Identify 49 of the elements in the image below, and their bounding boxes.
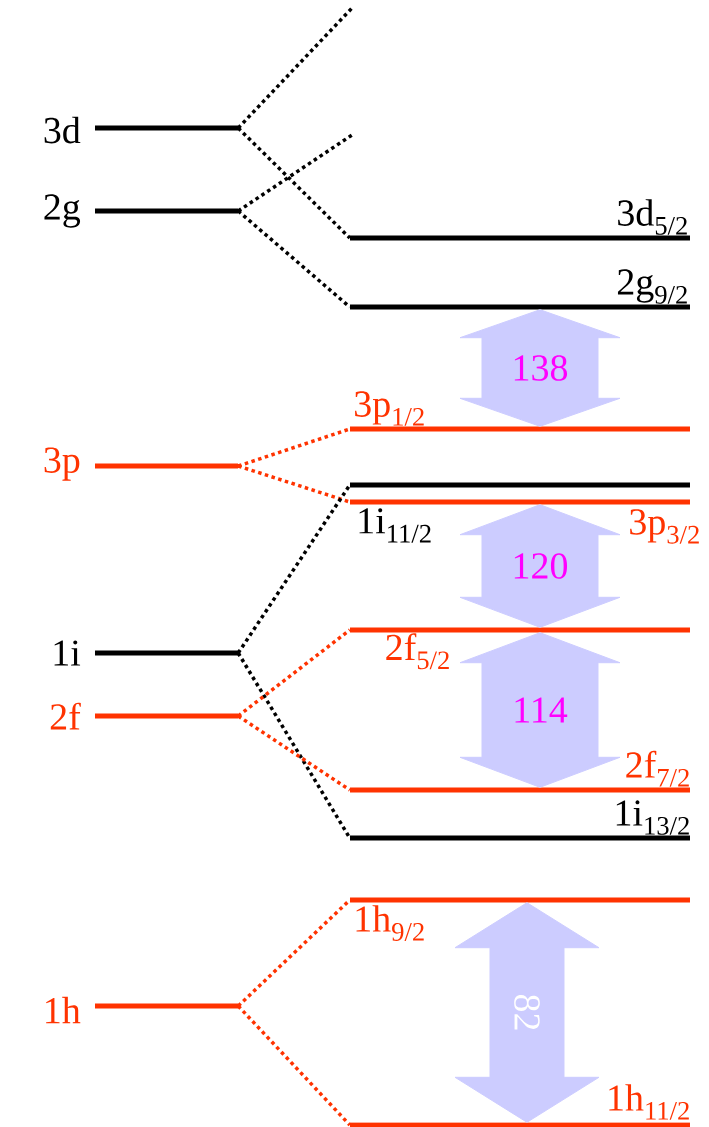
node-label: 1i	[54, 640, 81, 666]
dotted-line	[237, 898, 351, 1008]
node-label: 1h$_{9/2}$	[356, 905, 424, 941]
dotted-line	[237, 628, 351, 718]
dotted-line	[236, 126, 352, 240]
energy-level: 1h$_{11/2}$	[350, 1084, 690, 1127]
energy-level: 2f$_{7/2}$	[350, 750, 690, 793]
node-label: 1h	[46, 996, 81, 1024]
node-label: 1i$_{11/2}$	[359, 508, 431, 543]
dotted-line	[236, 6, 354, 130]
node-label: 2g	[44, 194, 81, 228]
dotted-line	[237, 427, 351, 468]
dotted-line	[236, 652, 352, 839]
double-arrow	[459, 504, 621, 628]
dotted-line	[237, 714, 351, 792]
energy-level: 3p	[44, 447, 238, 481]
node-label: 2f	[50, 702, 81, 730]
dotted-line	[236, 484, 352, 654]
node-label: 2f$_{5/2}$	[386, 633, 449, 670]
double-arrow	[459, 632, 621, 788]
node-label: 3p$_{3/2}$	[630, 509, 699, 544]
dotted-line	[237, 209, 351, 309]
energy-level: 1h$_{9/2}$	[350, 897, 690, 941]
node-label: 3p$_{1/2}$	[355, 391, 424, 426]
node-label: 1i$_{13/2}$	[616, 800, 689, 835]
double-arrow	[459, 309, 621, 427]
energy-level: 1i$_{13/2}$	[350, 800, 690, 841]
energy-level: 2g$_{9/2}$	[350, 269, 690, 310]
dotted-line	[237, 464, 351, 504]
energy-level: 1i	[54, 640, 238, 666]
energy-level: 3d	[44, 116, 238, 144]
node-label: 3d$_{5/2}$	[618, 199, 687, 235]
node-label: 3p	[44, 447, 80, 481]
energy-level: 1h	[46, 996, 238, 1024]
node-label: 1h$_{11/2}$	[609, 1084, 689, 1120]
energy-level: 3p$_{1/2}$	[350, 391, 690, 432]
dotted-line	[236, 1004, 352, 1127]
node-label: 2g$_{9/2}$	[617, 269, 687, 304]
edge-label: 120	[514, 553, 568, 579]
energy-level: 2f	[50, 702, 238, 730]
edge-label: 114	[515, 697, 568, 723]
energy-level: 2g	[44, 194, 238, 228]
energy-level: 3d$_{5/2}$	[350, 199, 690, 241]
double-arrow	[454, 902, 600, 1123]
energy-level: 2f$_{5/2}$	[350, 627, 690, 670]
node-label: 2f$_{7/2}$	[626, 750, 689, 787]
edge-label: 138	[514, 355, 568, 381]
node-label: 3d	[44, 116, 81, 144]
dotted-line	[237, 133, 353, 213]
